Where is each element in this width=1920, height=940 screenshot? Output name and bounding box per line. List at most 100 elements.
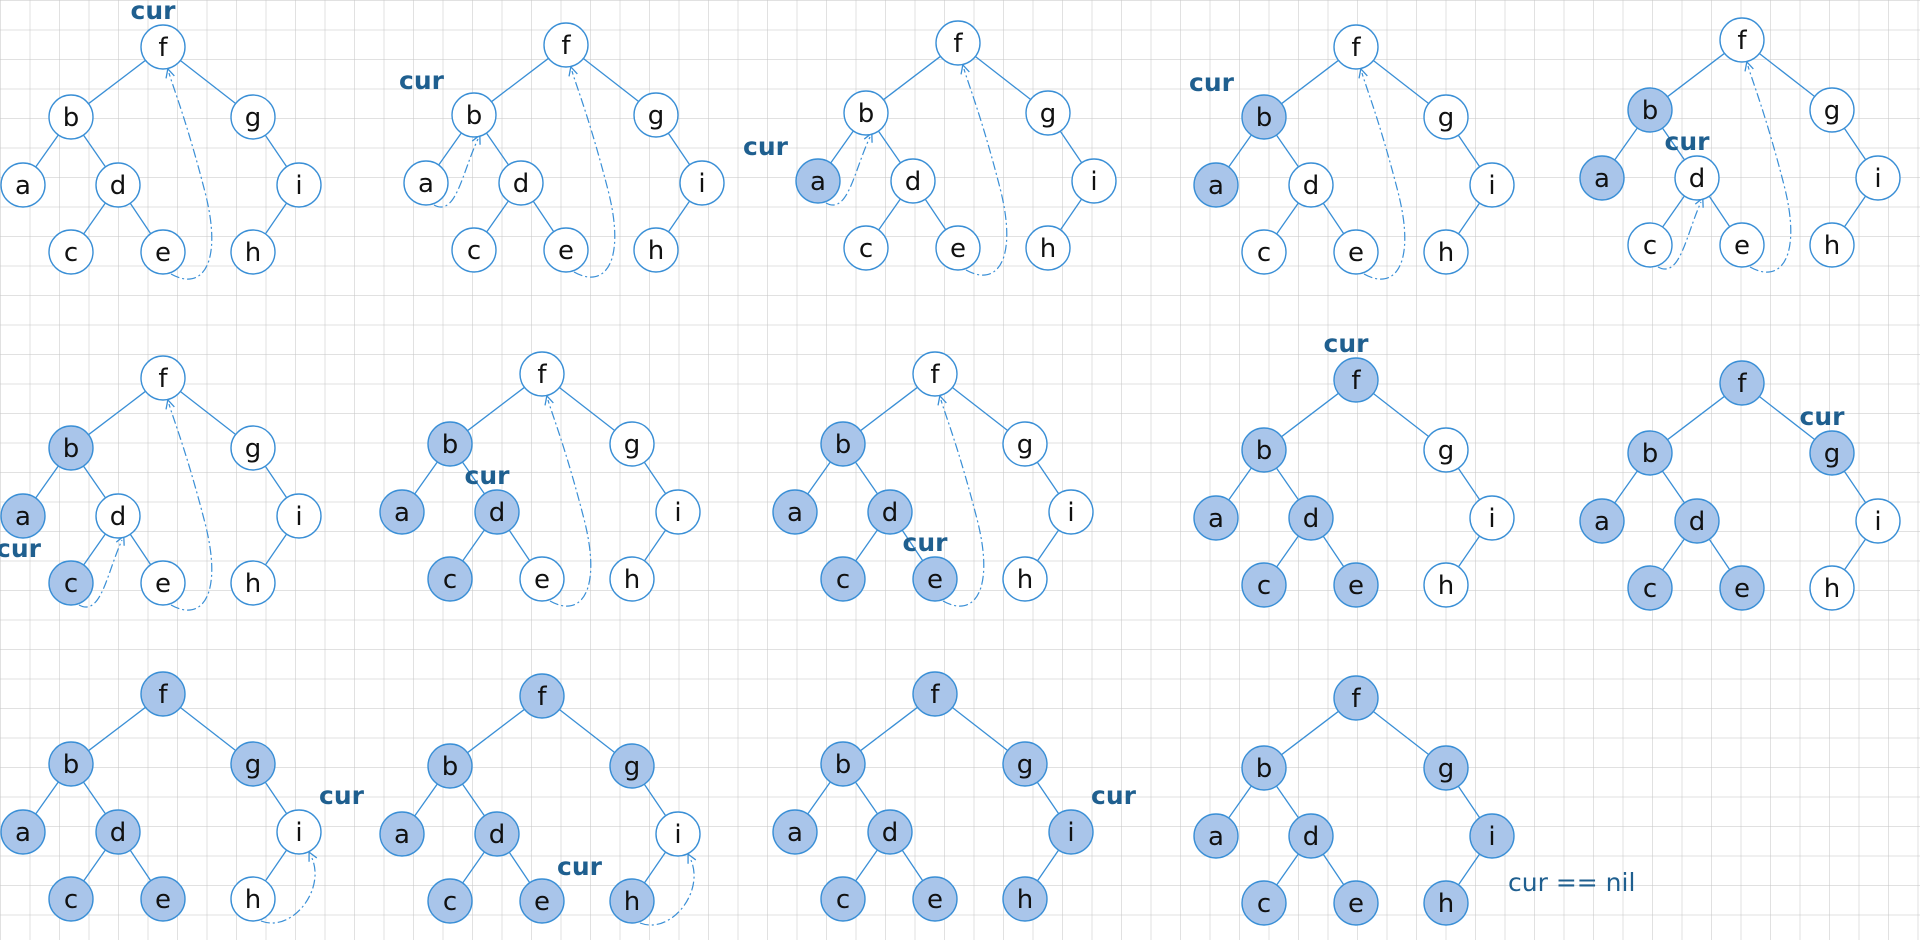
edge-d-e bbox=[129, 202, 152, 235]
node-e bbox=[1333, 880, 1379, 926]
node-label-a: a bbox=[1208, 171, 1224, 201]
node-f bbox=[1333, 357, 1379, 403]
node-label-a: a bbox=[1208, 822, 1224, 852]
node-label-i: i bbox=[295, 502, 302, 532]
node-i bbox=[1855, 155, 1901, 201]
cur-pointer-label: cur bbox=[903, 528, 949, 557]
node-f bbox=[543, 22, 589, 68]
node-h bbox=[1423, 229, 1469, 275]
node-label-c: c bbox=[1257, 889, 1271, 919]
node-d bbox=[95, 809, 141, 855]
edge-i-h bbox=[1059, 198, 1083, 231]
thread-e-to-f bbox=[572, 71, 616, 278]
node-label-c: c bbox=[836, 565, 850, 595]
node-d bbox=[1288, 495, 1334, 541]
node-g bbox=[1423, 94, 1469, 140]
edge-b-d bbox=[854, 461, 879, 495]
thread-e-to-f bbox=[548, 400, 592, 607]
node-f bbox=[140, 355, 186, 401]
node-g bbox=[633, 92, 679, 138]
node-label-d: d bbox=[110, 502, 127, 532]
node-label-h: h bbox=[1438, 571, 1454, 601]
node-i bbox=[1048, 489, 1094, 535]
node-label-c: c bbox=[836, 885, 850, 915]
cur-pointer-label: cur bbox=[319, 781, 365, 810]
edge-b-a bbox=[414, 461, 438, 495]
edge-g-i bbox=[264, 134, 288, 168]
node-e bbox=[519, 878, 565, 924]
edge-d-c bbox=[83, 533, 106, 566]
edge-i-h bbox=[264, 849, 288, 882]
edge-f-g bbox=[179, 59, 237, 105]
node-c bbox=[451, 227, 497, 273]
node-c bbox=[48, 876, 94, 922]
edge-d-e bbox=[129, 533, 152, 566]
node-label-b: b bbox=[466, 101, 483, 131]
node-label-f: f bbox=[1351, 33, 1361, 63]
node-label-h: h bbox=[1438, 238, 1454, 268]
node-label-b: b bbox=[1256, 754, 1273, 784]
edge-d-e bbox=[129, 849, 152, 882]
node-a bbox=[772, 489, 818, 535]
node-i bbox=[679, 160, 725, 206]
node-label-a: a bbox=[15, 502, 31, 532]
edge-f-g bbox=[1372, 59, 1430, 105]
edge-b-d bbox=[82, 465, 107, 499]
edge-g-i bbox=[1457, 134, 1481, 168]
edge-f-g bbox=[1758, 52, 1816, 98]
edge-d-c bbox=[1662, 538, 1685, 571]
node-label-d: d bbox=[1303, 171, 1320, 201]
edge-f-b bbox=[1281, 392, 1339, 438]
node-label-d: d bbox=[489, 498, 506, 528]
edge-b-a bbox=[807, 461, 831, 495]
node-d bbox=[867, 809, 913, 855]
node-label-g: g bbox=[1438, 754, 1455, 784]
node-h bbox=[230, 560, 276, 606]
node-a bbox=[1193, 813, 1239, 859]
node-a bbox=[0, 162, 46, 208]
edge-f-b bbox=[860, 386, 918, 432]
edge-g-i bbox=[1036, 781, 1060, 815]
thread-e-to-f bbox=[169, 404, 213, 611]
node-label-d: d bbox=[110, 171, 127, 201]
edge-d-c bbox=[855, 529, 878, 562]
edge-f-g bbox=[582, 57, 640, 103]
edge-d-e bbox=[1322, 853, 1345, 886]
node-d bbox=[498, 160, 544, 206]
node-d bbox=[95, 493, 141, 539]
edge-d-e bbox=[1708, 538, 1731, 571]
node-label-b: b bbox=[1642, 439, 1659, 469]
node-label-a: a bbox=[418, 169, 434, 199]
edge-b-a bbox=[1614, 127, 1638, 161]
node-d bbox=[1674, 498, 1720, 544]
node-label-i: i bbox=[674, 820, 681, 850]
node-d bbox=[1288, 162, 1334, 208]
node-label-e: e bbox=[927, 565, 943, 595]
edge-b-a bbox=[35, 465, 59, 499]
node-label-a: a bbox=[787, 498, 803, 528]
edge-d-e bbox=[508, 851, 531, 884]
edge-i-h bbox=[264, 202, 288, 235]
thread-e-to-f bbox=[1748, 66, 1792, 273]
node-g bbox=[230, 94, 276, 140]
edge-f-g bbox=[951, 386, 1009, 432]
node-label-d: d bbox=[1689, 507, 1706, 537]
node-h bbox=[1809, 565, 1855, 611]
node-c bbox=[1241, 229, 1287, 275]
node-label-h: h bbox=[245, 569, 261, 599]
node-label-f: f bbox=[537, 682, 547, 712]
node-label-b: b bbox=[835, 750, 852, 780]
node-label-h: h bbox=[1017, 885, 1033, 915]
thread-c-to-d bbox=[78, 540, 122, 608]
node-label-g: g bbox=[1824, 96, 1841, 126]
node-label-i: i bbox=[674, 498, 681, 528]
node-label-c: c bbox=[443, 565, 457, 595]
node-g bbox=[1025, 90, 1071, 136]
node-a bbox=[1193, 162, 1239, 208]
node-label-a: a bbox=[1594, 164, 1610, 194]
